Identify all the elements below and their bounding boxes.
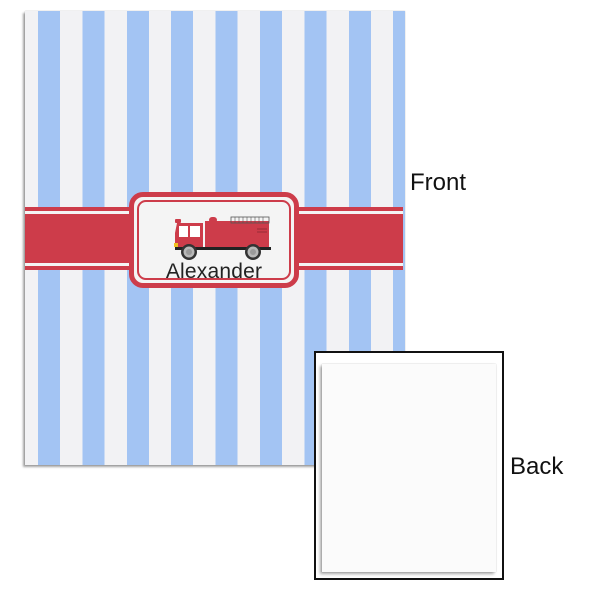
front-print-preview: Alexander	[25, 11, 405, 465]
personalized-name: Alexander	[165, 260, 263, 283]
back-print-preview	[322, 364, 496, 572]
name-label-inner: Alexander	[137, 200, 291, 283]
name-label-box: Alexander	[129, 192, 299, 288]
back-label: Back	[510, 453, 564, 480]
fire-truck-icon	[174, 216, 271, 260]
front-label: Front	[410, 169, 467, 196]
back-print-preview-frame	[314, 351, 504, 580]
